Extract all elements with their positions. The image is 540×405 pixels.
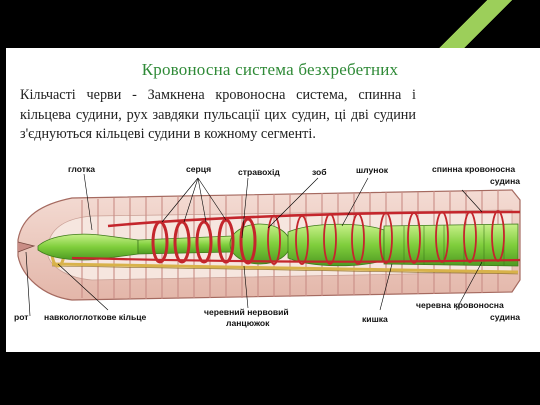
mouth-opening <box>17 241 36 253</box>
ventral-nerve-cord <box>51 262 519 274</box>
label-hearts: серця <box>186 164 211 174</box>
label-ventral-vessel-line1: черевна кровоносна <box>416 300 504 310</box>
dorsal-blood-vessel <box>107 210 521 228</box>
left-edge-band <box>0 0 6 352</box>
label-leader-lines <box>25 173 483 317</box>
label-nerve-ring: навкологлоткове кільце <box>44 312 147 322</box>
label-ventral-vessel-line2: судина <box>490 312 520 322</box>
label-crop: зоб <box>312 167 327 177</box>
label-gizzard: шлунок <box>356 165 389 175</box>
label-dorsal-vessel-line1: спинна кровоносна <box>432 164 515 174</box>
label-mouth: рот <box>14 312 29 322</box>
label-intestine: кишка <box>362 314 388 324</box>
slide-body-text: Кільчасті черви - Замкнена кровоносна си… <box>20 87 416 143</box>
footer-band <box>0 352 540 405</box>
crop <box>229 223 291 265</box>
label-dorsal-vessel-line2: судина <box>490 176 520 186</box>
label-ventral-nerve-line2: ланцюжок <box>226 318 270 328</box>
slide-title: Кровоносна система безхребетних <box>141 60 399 79</box>
ring-vessels <box>267 210 505 265</box>
label-ventral-nerve-line1: черевний нервовий <box>204 307 289 317</box>
slide: Кровоносна система безхребетних Кільчаст… <box>0 0 540 352</box>
pharynx <box>37 233 139 261</box>
earthworm-circulatory-diagram: глотка серця стравохід зоб шлунок спинна… <box>14 164 521 328</box>
label-pharynx: глотка <box>68 164 95 174</box>
corner-decoration <box>420 0 540 48</box>
hearts <box>151 217 257 265</box>
label-esophagus: стравохід <box>238 167 280 177</box>
